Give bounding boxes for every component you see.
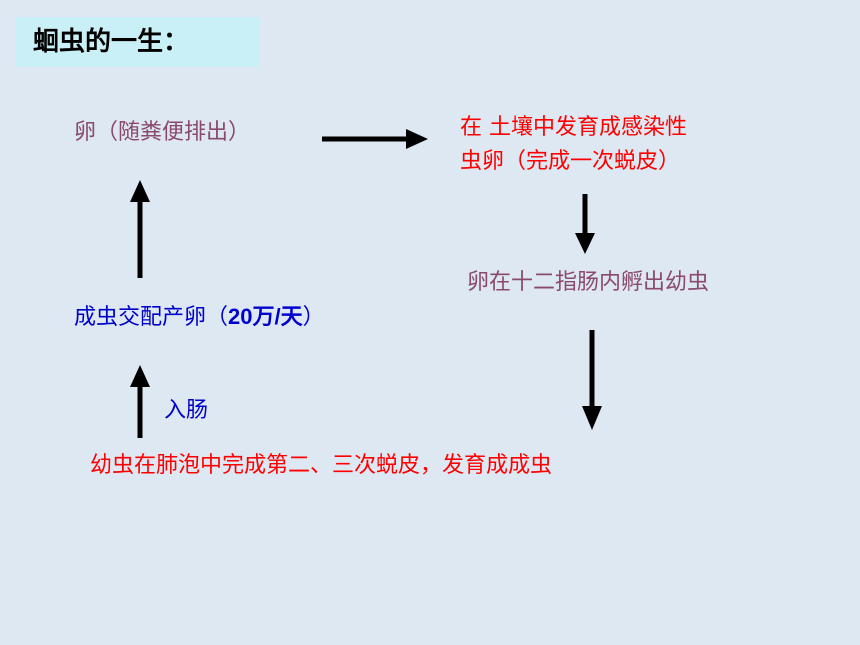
arrow-down-hatch-to-larva (582, 330, 602, 430)
adult-egg-rate: 20万/天 (228, 304, 303, 329)
node-soil-development-line1: 在 土壤中发育成感染性 (460, 115, 687, 140)
title-box (16, 17, 260, 67)
node-larva-lung-molting: 幼虫在肺泡中完成第二、三次蜕皮，发育成成虫 (90, 453, 553, 478)
node-adult-mating: 成虫交配产卵（20万/天） (74, 302, 325, 333)
label-enter-intestine: 入肠 (164, 398, 209, 423)
arrow-right-egg-to-soil (322, 129, 428, 149)
arrow-up-larva-to-adult (130, 365, 150, 438)
adult-label-prefix: 成虫交配产卵（ (74, 305, 229, 330)
node-hatch-in-duodenum: 卵在十二指肠内孵出幼虫 (467, 270, 710, 295)
node-egg-excreted: 卵（随粪便排出） (74, 120, 251, 145)
page-title: 蛔虫的一生： (33, 27, 190, 57)
arrow-up-adult-to-egg (130, 180, 150, 278)
arrow-down-soil-to-hatch (575, 194, 595, 254)
adult-label-suffix: ） (302, 305, 325, 330)
node-soil-development-line2: 虫卵（完成一次蜕皮） (460, 149, 681, 174)
